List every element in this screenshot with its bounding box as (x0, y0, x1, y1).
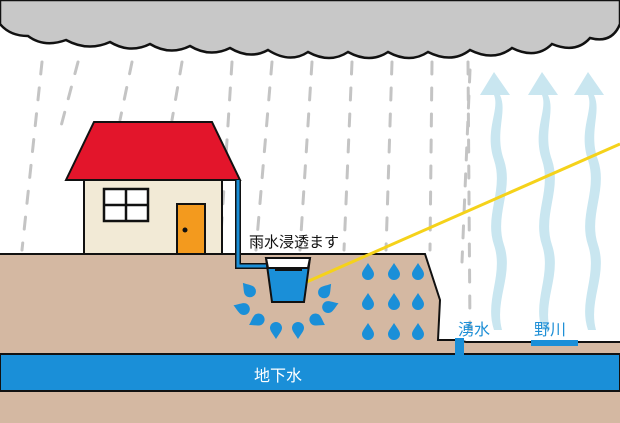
water-drop-icon (388, 263, 400, 280)
water-drop-icon (388, 323, 400, 340)
water-drop-icon (362, 323, 374, 340)
water-drop-icon (292, 322, 304, 339)
sunbeam-icon (301, 142, 620, 286)
stream-label: 野川 (534, 320, 567, 339)
groundwater-band (0, 338, 620, 392)
water-drop-icon (270, 322, 282, 339)
water-drops-grid (362, 263, 424, 340)
water-drop-icon (249, 313, 265, 326)
infiltration-box-label: 雨水浸透ます (249, 233, 340, 251)
water-drop-icon (318, 283, 332, 299)
house-icon (64, 121, 242, 255)
water-drop-icon (242, 282, 256, 298)
water-drop-icon (412, 263, 424, 280)
water-drop-icon (233, 303, 250, 316)
water-drop-icon (309, 313, 325, 326)
water-drop-icon (362, 263, 374, 280)
water-drop-icon (322, 301, 339, 314)
water-drop-icon (412, 293, 424, 310)
stream-bar (531, 340, 578, 346)
water-drop-icon (362, 293, 374, 310)
infiltration-box-icon (264, 257, 312, 303)
evaporation-arrow-icon (480, 72, 604, 330)
water-drops-around-box (233, 282, 339, 339)
cloud-icon (0, 0, 620, 60)
groundwater-label: 地下水 (254, 366, 303, 385)
water-drop-icon (388, 293, 400, 310)
water-drop-icon (412, 323, 424, 340)
spring-water-label: 湧水 (458, 320, 491, 339)
